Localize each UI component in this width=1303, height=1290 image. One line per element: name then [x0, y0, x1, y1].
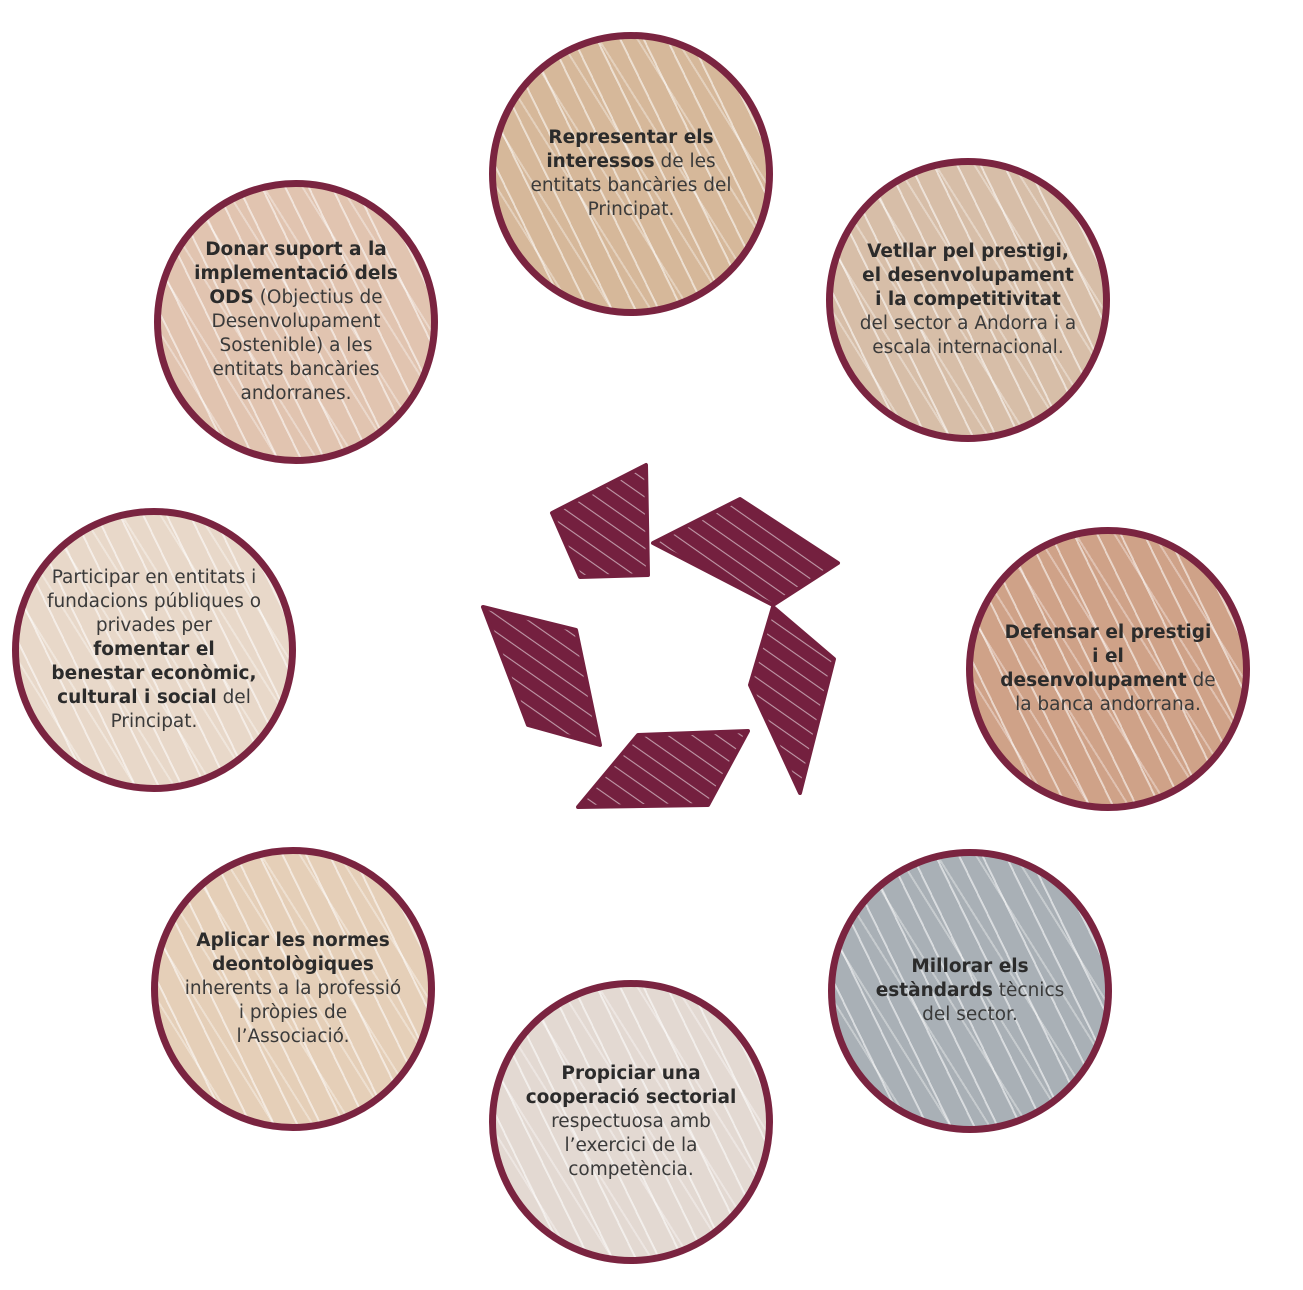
objective-text-regular: (Objectius de Desenvolupament Sostenible… [211, 287, 383, 404]
objective-text-regular: tècnics del sector. [922, 980, 1065, 1025]
objective-text-bold: Vetllar pel prestigi, el desenvolupament… [862, 241, 1074, 310]
objective-text: Millorar els estàndards tècnics del sect… [835, 955, 1105, 1027]
objective-text: Aplicar les normes deontològiques inhere… [158, 929, 428, 1049]
objective-circle-deontological-norms: Aplicar les normes deontològiques inhere… [151, 847, 435, 1131]
objective-text-bold: Propiciar una cooperació sectorial [525, 1063, 737, 1108]
objective-text-bold: fomentar el benestar econòmic, cultural … [51, 639, 257, 708]
objective-text: Donar suport a la implementació dels ODS… [161, 238, 431, 406]
logo-blade-right-upper [651, 497, 840, 607]
objective-text-bold: Defensar el prestigi i el desenvolupamen… [1000, 622, 1212, 691]
objective-text: Vetllar pel prestigi, el desenvolupament… [833, 240, 1103, 360]
objective-text-bold: Aplicar les normes deontològiques [196, 930, 390, 975]
objective-circle-defend-prestige: Defensar el prestigi i el desenvolupamen… [966, 527, 1250, 811]
objective-circle-improve-standards: Millorar els estàndards tècnics del sect… [828, 849, 1112, 1133]
objective-circle-participate-entities: Participar en entitats i fundacions públ… [12, 508, 296, 792]
objective-text-regular: inherents a la professió i pròpies de l’… [184, 978, 402, 1047]
objective-text: Participar en entitats i fundacions públ… [19, 566, 289, 734]
objective-text-regular: del sector a Andorra i a escala internac… [859, 313, 1077, 358]
logo-blade-top [550, 463, 650, 579]
logo-blade-left [481, 605, 602, 747]
pentagon-arrows-logo-icon [481, 463, 840, 809]
objective-circle-sector-cooperation: Propiciar una cooperació sectorial respe… [489, 980, 773, 1264]
objective-text-regular: Participar en entitats i fundacions públ… [46, 567, 262, 636]
logo-blade-right-lower [748, 605, 836, 795]
objective-text-regular: de les entitats bancàries del Principat. [530, 151, 732, 220]
logo-blade-bottom [576, 729, 750, 809]
objective-text: Propiciar una cooperació sectorial respe… [496, 1062, 766, 1182]
objective-text-regular: del Principat. [110, 687, 251, 732]
objective-circle-prestige-competitiveness: Vetllar pel prestigi, el desenvolupament… [826, 158, 1110, 442]
objective-text-regular: respectuosa amb l’exercici de la competè… [551, 1111, 711, 1180]
objective-text: Defensar el prestigi i el desenvolupamen… [973, 621, 1243, 717]
objective-circle-support-sdg: Donar suport a la implementació dels ODS… [154, 180, 438, 464]
objective-circle-represent-interests: Representar els interessos de les entita… [489, 32, 773, 316]
objective-text-regular: de la banca andorrana. [1015, 670, 1216, 715]
objective-text-bold: Millorar els estàndards [875, 956, 1029, 1001]
logo-shape-group [481, 463, 840, 809]
objective-text-bold: Donar suport a la implementació dels ODS [194, 239, 398, 308]
objective-text: Representar els interessos de les entita… [496, 126, 766, 222]
objective-text-bold: Representar els interessos [546, 127, 714, 172]
